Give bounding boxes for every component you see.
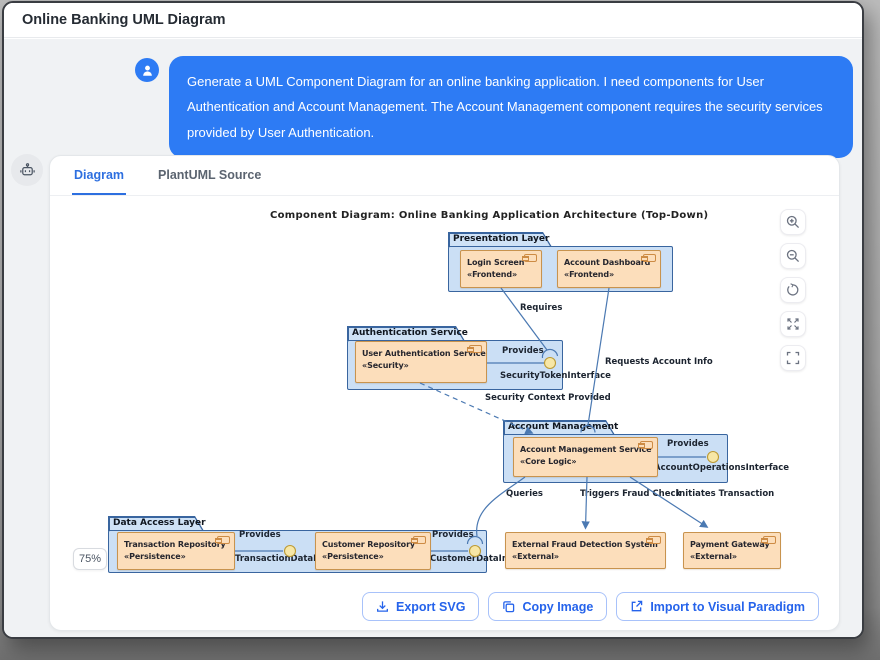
uml-component-icon [467, 345, 482, 353]
expand-button[interactable] [780, 311, 806, 337]
diagram-card: Diagram PlantUML Source Component Diagra… [49, 155, 840, 631]
package-data-access-layer: Data Access Layer [108, 516, 206, 531]
zoom-level-badge: 75% [73, 548, 107, 570]
component-account-dashboard: Account Dashboard «Frontend» [557, 250, 661, 288]
zoom-in-icon [786, 215, 800, 229]
content-area: Generate a UML Component Diagram for an … [4, 39, 862, 637]
bot-avatar [11, 154, 43, 186]
uml-component-icon [641, 254, 656, 262]
edge-label-queries: Queries [506, 489, 543, 499]
interface-label-security-token: SecurityTokenInterface [500, 371, 611, 381]
edge-label-requires: Requires [520, 303, 563, 313]
uml-component-icon [646, 536, 661, 544]
interface-label-account-operations: AccountOperationsInterface [654, 463, 790, 473]
diagram-title: Component Diagram: Online Banking Applic… [270, 210, 709, 221]
copy-image-button[interactable]: Copy Image [488, 592, 608, 621]
component-external-fraud-detection-system: External Fraud Detection System «Externa… [505, 532, 666, 569]
action-bar: Export SVG Copy Image Import to Visual P… [362, 592, 819, 621]
import-to-visual-paradigm-button[interactable]: Import to Visual Paradigm [616, 592, 819, 621]
edge-label-requests-account-info: Requests Account Info [605, 357, 713, 367]
app-window: Online Banking UML Diagram Generate a UM… [2, 1, 864, 639]
edge-label-triggers-fraud-check: Triggers Fraud Check [580, 489, 682, 499]
user-avatar [135, 58, 159, 82]
package-account-management: Account Management [503, 420, 618, 435]
provides-label-transaction: Provides [239, 530, 281, 540]
fullscreen-icon [786, 351, 800, 365]
component-transaction-repository: Transaction Repository «Persistence» [117, 532, 235, 570]
zoom-in-button[interactable] [780, 209, 806, 235]
titlebar: Online Banking UML Diagram [4, 3, 862, 38]
external-link-icon [631, 600, 643, 612]
copy-icon [503, 601, 515, 613]
uml-component-icon [638, 441, 653, 449]
download-icon [377, 601, 388, 612]
zoom-out-icon [786, 249, 800, 263]
edge-label-security-context-provided: Security Context Provided [485, 393, 611, 403]
provides-label-customer: Provides [432, 530, 474, 540]
edge-label-initiates-transaction: Initiates Transaction [676, 489, 775, 499]
robot-icon [19, 162, 35, 175]
diagram-canvas[interactable]: Component Diagram: Online Banking Applic… [54, 200, 837, 587]
package-authentication-service: Authentication Service [347, 326, 468, 341]
app-title: Online Banking UML Diagram [22, 12, 226, 28]
tab-diagram[interactable]: Diagram [72, 156, 127, 195]
uml-component-icon [215, 536, 230, 544]
reset-view-icon [787, 283, 799, 296]
uml-component-icon [522, 254, 537, 262]
uml-component-icon [411, 536, 426, 544]
export-svg-button[interactable]: Export SVG [362, 592, 480, 621]
interface-label-transaction-data: TransactionDataInterface [235, 554, 357, 564]
component-customer-repository: Customer Repository «Persistence» [315, 532, 431, 570]
reset-view-button[interactable] [780, 277, 806, 303]
expand-icon [787, 318, 799, 330]
tab-bar: Diagram PlantUML Source [50, 156, 839, 196]
zoom-out-button[interactable] [780, 243, 806, 269]
person-icon [142, 65, 152, 76]
component-account-management-service: Account Management Service «Core Logic» [513, 437, 658, 477]
user-message-bubble: Generate a UML Component Diagram for an … [169, 56, 853, 159]
component-login-screen: Login Screen «Frontend» [460, 250, 542, 288]
zoom-controls [780, 209, 806, 371]
uml-component-icon [761, 536, 776, 544]
component-payment-gateway: Payment Gateway «External» [683, 532, 781, 569]
fullscreen-button[interactable] [780, 345, 806, 371]
provides-label-account: Provides [667, 439, 709, 449]
component-user-authentication-service: User Authentication Service «Security» [355, 341, 487, 383]
package-presentation-layer: Presentation Layer [448, 232, 552, 247]
provides-label-security: Provides [502, 346, 544, 356]
interface-label-customer-data: CustomerDataInterface [430, 554, 543, 564]
tab-plantuml-source[interactable]: PlantUML Source [158, 167, 262, 182]
